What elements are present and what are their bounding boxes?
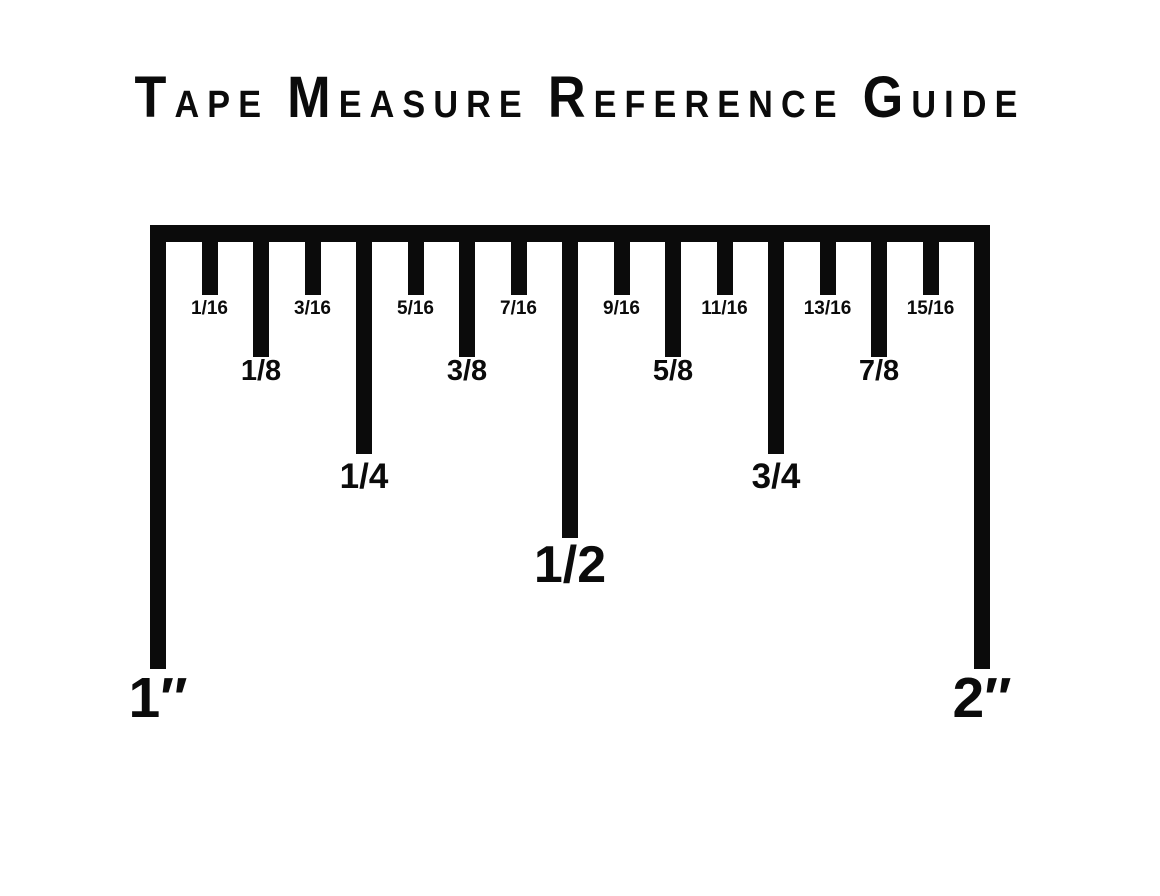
tick-label: 13/16 xyxy=(803,298,852,319)
title-word: GUIDE xyxy=(862,65,1026,131)
tick-label: 1″ xyxy=(128,666,188,730)
ruler-tick-sixteenth xyxy=(407,225,424,295)
tick-label: 11/16 xyxy=(701,298,748,319)
title-word: MEASURE xyxy=(287,65,530,131)
tick-label: 2″ xyxy=(952,666,1012,730)
ruler-tick-half xyxy=(562,225,578,538)
title-word: REFERENCE xyxy=(547,65,845,131)
ruler-tick-eighth xyxy=(665,225,681,357)
tick-label: 1/16 xyxy=(191,298,228,319)
tick-label: 5/8 xyxy=(652,355,694,387)
tick-label: 3/8 xyxy=(446,355,488,387)
tick-label: 1/8 xyxy=(240,355,282,387)
ruler-tick-eighth xyxy=(871,225,887,357)
tick-label: 9/16 xyxy=(603,298,640,319)
ruler-tick-inch xyxy=(974,225,990,669)
tick-label: 1/2 xyxy=(533,536,607,594)
tick-label: 3/4 xyxy=(751,457,801,496)
tick-label: 1/4 xyxy=(339,457,389,496)
tick-label: 3/16 xyxy=(294,298,331,319)
ruler-tick-sixteenth xyxy=(819,225,836,295)
ruler-tick-sixteenth xyxy=(510,225,527,295)
ruler-tick-eighth xyxy=(459,225,475,357)
ruler-tick-sixteenth xyxy=(304,225,321,295)
tick-label: 7/16 xyxy=(500,298,537,319)
tick-label: 5/16 xyxy=(397,298,434,319)
ruler-tick-quarter xyxy=(356,225,372,454)
ruler-tick-inch xyxy=(150,225,166,669)
tick-label: 15/16 xyxy=(906,298,955,319)
ruler-tick-sixteenth xyxy=(613,225,630,295)
ruler-tick-sixteenth xyxy=(201,225,218,295)
title-word: TAPE xyxy=(134,65,270,131)
ruler-tick-eighth xyxy=(253,225,269,357)
tick-label: 7/8 xyxy=(858,355,900,387)
ruler-tick-sixteenth xyxy=(716,225,733,295)
ruler-tick-sixteenth xyxy=(922,225,939,295)
ruler-tick-quarter xyxy=(768,225,784,454)
